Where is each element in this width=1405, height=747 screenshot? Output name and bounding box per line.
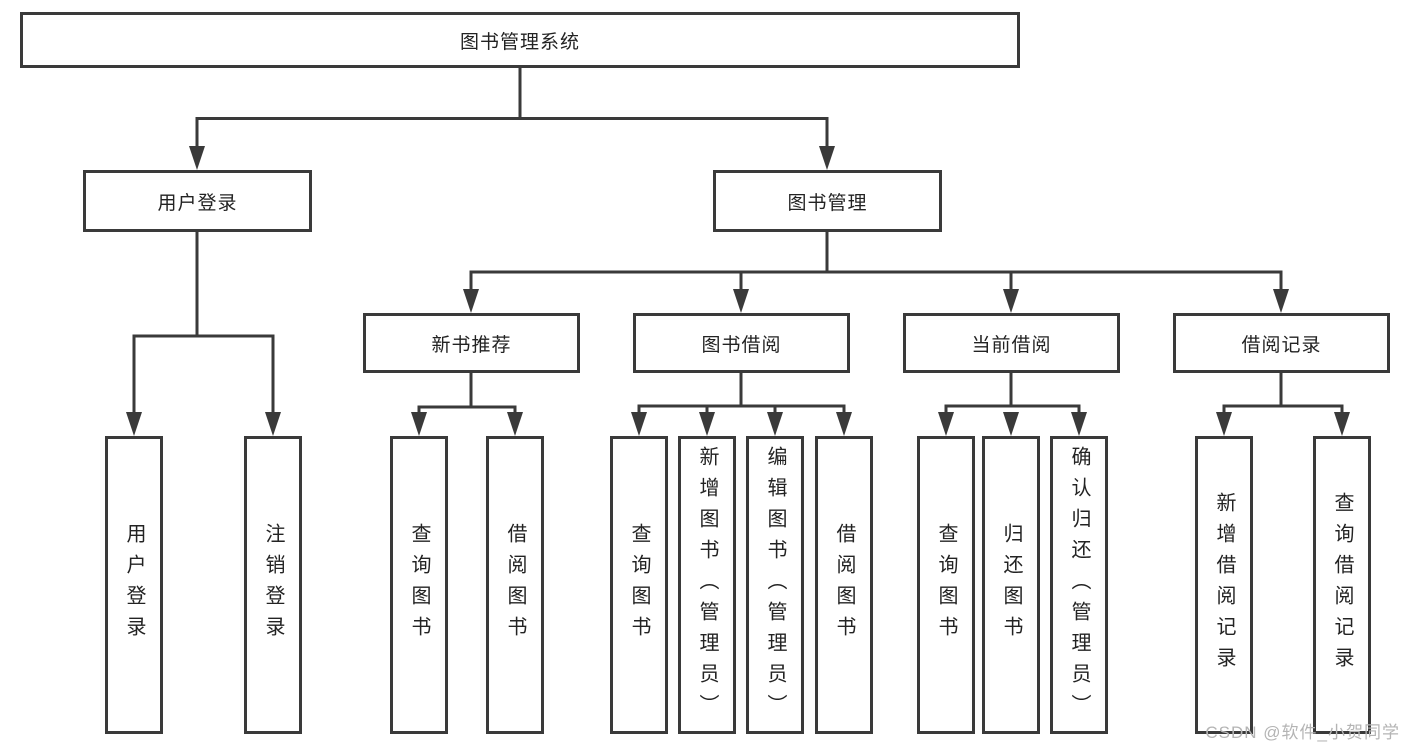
leaf-user-login: 用户登录 [105,436,163,734]
leaf-borrow-borrow-books: 借阅图书 [815,436,873,734]
leaf-current-return-books: 归还图书 [982,436,1040,734]
node-book-borrow: 图书借阅 [633,313,850,373]
leaf-current-query-books: 查询图书 [917,436,975,734]
leaf-borrow-edit-books-admin-label: 编辑图书（管理员） [764,445,786,725]
leaf-borrow-edit-books-admin: 编辑图书（管理员） [746,436,804,734]
node-book-management-label: 图书管理 [787,192,868,214]
node-new-book-recommend-label: 新书推荐 [431,334,512,356]
leaf-borrow-query-books: 查询图书 [610,436,668,734]
leaf-current-return-books-label: 归还图书 [1000,523,1022,647]
node-new-book-recommend: 新书推荐 [363,313,580,373]
leaf-logout: 注销登录 [244,436,302,734]
node-borrow-records: 借阅记录 [1173,313,1390,373]
watermark: CSDN @软件_小贺同学 [1205,723,1400,742]
leaf-records-query-record-label: 查询借阅记录 [1331,492,1353,678]
node-book-borrow-label: 图书借阅 [701,334,782,356]
node-root-system: 图书管理系统 [20,12,1020,68]
node-current-borrow-label: 当前借阅 [971,334,1052,356]
node-user-login-branch-label: 用户登录 [157,192,238,214]
leaf-records-add-record-label: 新增借阅记录 [1213,492,1235,678]
node-book-management: 图书管理 [713,170,942,232]
leaf-recommend-borrow-books: 借阅图书 [486,436,544,734]
leaf-current-confirm-return-admin: 确认归还（管理员） [1050,436,1108,734]
leaf-current-confirm-return-admin-label: 确认归还（管理员） [1068,445,1090,725]
node-user-login-branch: 用户登录 [83,170,312,232]
leaf-current-query-books-label: 查询图书 [935,523,957,647]
leaf-borrow-add-books-admin-label: 新增图书（管理员） [696,445,718,725]
node-root-system-label: 图书管理系统 [459,31,580,53]
leaf-records-query-record: 查询借阅记录 [1313,436,1371,734]
node-borrow-records-label: 借阅记录 [1241,334,1322,356]
leaf-user-login-label: 用户登录 [123,523,145,647]
leaf-borrow-borrow-books-label: 借阅图书 [833,523,855,647]
leaf-borrow-add-books-admin: 新增图书（管理员） [678,436,736,734]
leaf-borrow-query-books-label: 查询图书 [628,523,650,647]
leaf-records-add-record: 新增借阅记录 [1195,436,1253,734]
node-current-borrow: 当前借阅 [903,313,1120,373]
leaf-recommend-borrow-books-label: 借阅图书 [504,523,526,647]
leaf-logout-label: 注销登录 [262,523,284,647]
leaf-recommend-query-books-label: 查询图书 [408,523,430,647]
leaf-recommend-query-books: 查询图书 [390,436,448,734]
